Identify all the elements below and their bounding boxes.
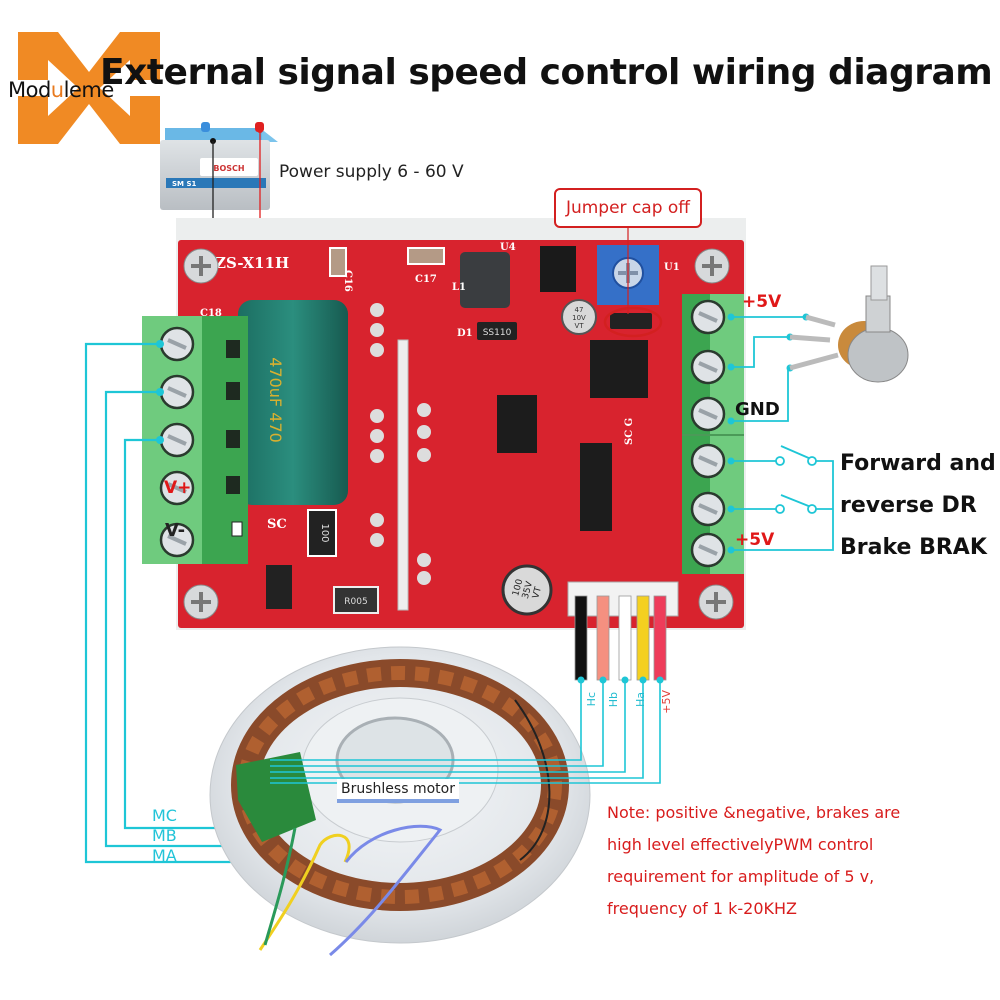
svg-text:U4: U4 [500,242,516,253]
plus5v-label-bottom: +5V [735,530,775,550]
power-supply-label: Power supply 6 - 60 V [279,162,464,182]
jumper-highlight [603,306,663,338]
capacitor-label: 470uF 470 [266,357,285,443]
regulator [590,340,648,398]
screw-icon [690,532,726,568]
screw-icon [183,248,219,284]
jumper-header [610,313,652,329]
screw-icon [690,349,726,385]
svg-text:VT: VT [574,322,584,330]
jumper-callout: Jumper cap off [554,188,702,228]
reverse-dr-label: reverse DR [840,493,977,518]
board-model: ZS-X11H [215,254,289,272]
phase-wires [84,342,346,864]
svg-text:VT: VT [531,585,544,599]
screw-icon [694,248,730,284]
logo-text: Moduleme [8,78,114,102]
pcb-gnd-label: SC [267,517,287,532]
hall-wire [636,595,650,681]
screw-icon [698,584,734,620]
screw-icon [159,422,195,458]
hall-label-ha: Ha [634,692,647,708]
motor-label: Brushless motor [337,779,459,799]
battery-brand: BOSCH [213,164,244,173]
inductor [460,252,510,308]
hall-wires [574,595,667,684]
svg-text:D1: D1 [457,328,473,339]
svg-text:C17: C17 [415,274,437,285]
hall-label-hc: Hc [585,692,598,707]
hall-label-5v: +5V [660,690,673,714]
main-capacitor [238,300,348,505]
svg-text:35V: 35V [521,580,535,600]
diode [477,322,517,340]
forward-label: Forward and [840,451,996,476]
hall-wire [596,595,610,681]
battery: BOSCH SM S1 [160,122,278,210]
phase-label-mc: MC [152,806,177,825]
note-line: frequency of 1 k-20KHZ [607,899,797,918]
note-text: Note: positive &negative, brakes are hig… [607,797,987,925]
brake-label: Brake BRAK [840,535,987,560]
plus5v-label-top: +5V [742,292,782,312]
svg-text:C18: C18 [200,308,222,319]
page-title: External signal speed control wiring dia… [100,52,993,93]
screw-icon [159,470,195,506]
controller-ic [580,443,612,531]
logo-mark [18,32,160,144]
svg-text:100: 100 [511,578,525,597]
vplus-label: V+ [164,478,192,498]
screw-icon [690,491,726,527]
capacitor-100uf [501,564,553,616]
capacitor-small [561,299,597,335]
note-line: requirement for amplitude of 5 v, [607,867,875,886]
phase-label-ma: MA [152,846,177,865]
right-terminal-block [682,294,744,574]
note-line: Note: positive &negative, brakes are [607,803,901,822]
vminus-label: V- [165,520,186,541]
potentiometer [789,265,909,383]
svg-text:C16: C16 [342,270,353,292]
hall-label-hb: Hb [607,692,620,708]
hall-wire [653,595,667,681]
note-line: high level effectivelyPWM control [607,835,874,854]
resistor-r005 [333,586,379,614]
gnd-label: GND [735,399,780,420]
resistor-r005-label: R005 [344,597,367,607]
hall-wire [618,595,632,681]
screw-icon [690,396,726,432]
screw-icon [159,374,195,410]
resistor-100-label: 100 [319,523,330,542]
battery-model: SM S1 [172,180,196,188]
svg-text:U1: U1 [664,262,680,273]
svg-text:L1: L1 [452,282,466,293]
screw-icon [159,326,195,362]
brushless-motor [209,646,591,957]
driver-ic [497,395,537,453]
svg-text:SC G: SC G [624,418,635,445]
screw-icon [690,299,726,335]
terminal-screws-right [690,299,726,568]
hall-signal-wires [270,680,661,784]
ic-chip [540,246,576,292]
hall-wire [574,595,588,681]
screw-icon [183,584,219,620]
svg-text:10V: 10V [572,314,586,322]
screw-icon [690,443,726,479]
transistor [266,565,292,609]
screw-icon [159,522,195,558]
control-wires [731,316,834,551]
diode-label: SS110 [483,328,512,338]
phase-label-mb: MB [152,826,177,845]
resistor-100 [307,509,337,557]
svg-text:47: 47 [575,306,584,314]
